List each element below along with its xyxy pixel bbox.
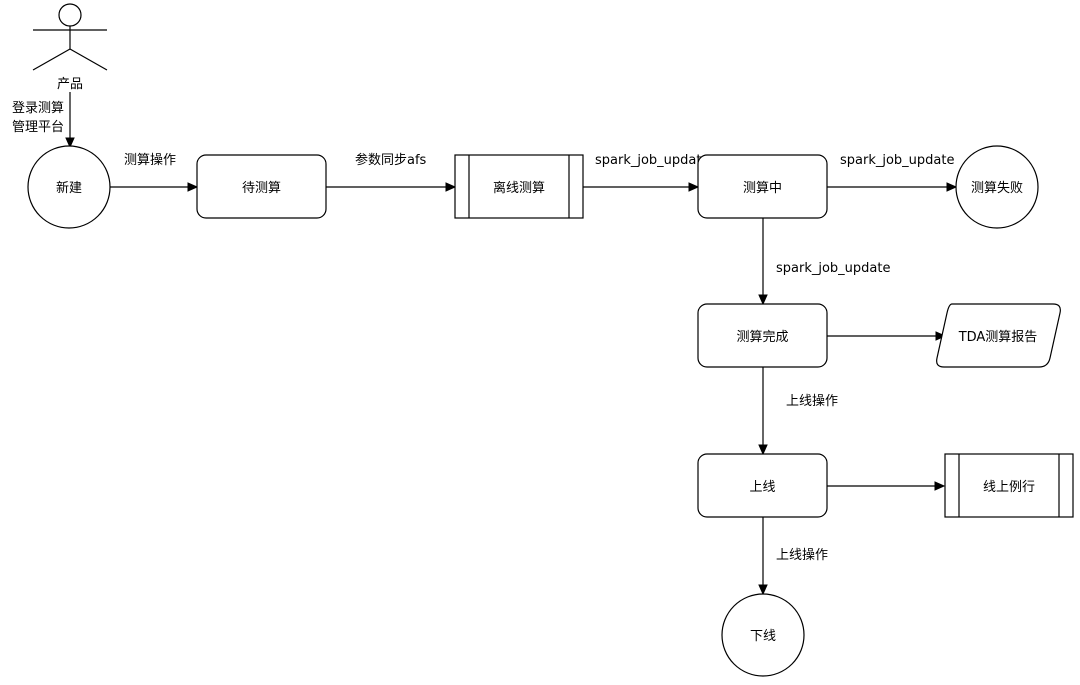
edge-label-op-measure: 测算操作 [124,152,176,168]
edge-label-login-line2: 管理平台 [12,120,64,135]
node-new-label: 新建 [56,180,82,196]
arrowhead-done-to-online [758,444,768,456]
actor-figure [32,3,108,71]
node-online-label: 上线 [749,480,775,495]
edge-label-login-line1: 登录测算 [12,101,64,116]
edge-label-go-online-1: 上线操作 [786,393,838,409]
node-offline-label: 离线测算 [493,180,545,196]
actor-head [58,3,82,27]
node-offline[interactable] [454,154,584,219]
arrowhead-done-to-report [935,331,947,341]
edge-label-spark-update-3: spark_job_update [776,261,891,276]
edge-label-sync-afs: 参数同步afs [355,152,427,168]
node-failed[interactable] [955,145,1039,229]
node-running-label: 测算中 [743,181,782,196]
arrowhead-running-to-failed [946,182,958,192]
node-done-label: 测算完成 [736,330,788,345]
arrowhead-pending-to-offline [445,182,457,192]
node-pending-label: 待测算 [242,181,281,196]
node-report[interactable] [936,303,1061,368]
edge-label-spark-update-1: spark_job_update [595,153,710,168]
arrowhead-online-to-routine [934,481,946,491]
node-offline-end[interactable] [721,593,805,677]
node-routine-label: 线上例行 [983,480,1035,495]
edge-label-spark-update-2: spark_job_update [840,153,955,168]
arrowhead-offline-to-running [688,182,700,192]
node-report-label: TDA测算报告 [958,330,1038,345]
arrowhead-running-to-done [758,294,768,306]
actor-left-leg [32,48,71,71]
arrowhead-new-to-pending [187,182,199,192]
node-failed-label: 测算失败 [971,181,1023,196]
edge-label-go-online-2: 上线操作 [776,547,828,563]
actor-right-leg [69,48,108,71]
arrowhead-online-to-offline-end [758,584,768,596]
arrowhead-actor-to-new [65,137,75,149]
node-routine[interactable] [944,453,1074,518]
actor-label: 产品 [57,77,83,92]
node-offline-end-label: 下线 [750,629,776,644]
